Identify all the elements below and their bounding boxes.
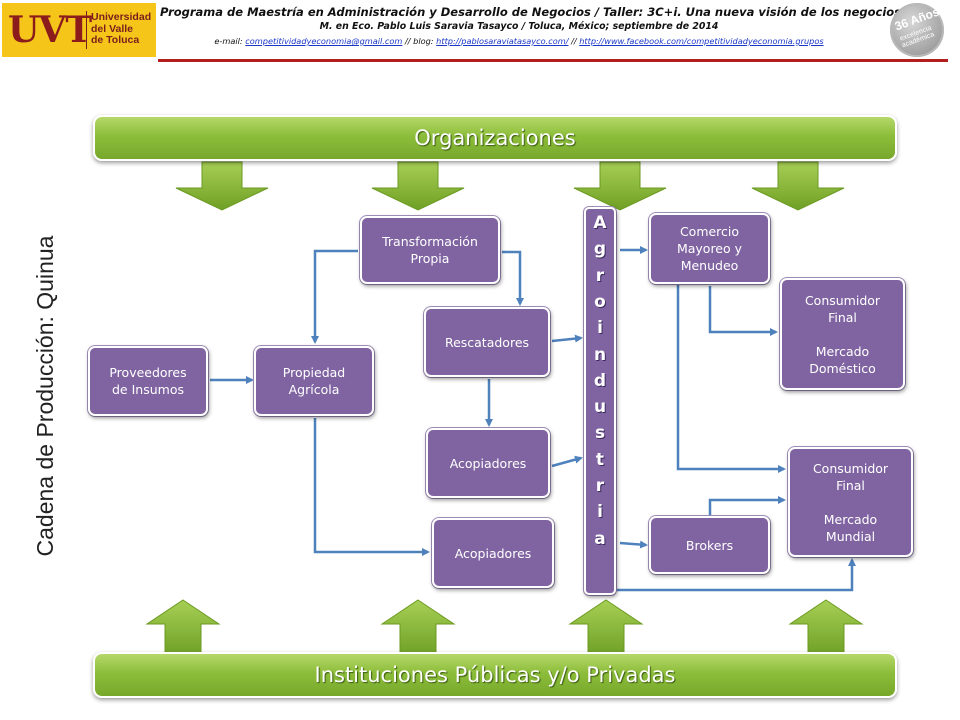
header-rule [158,59,948,62]
up-arrow-icon [380,599,456,657]
blog-prefix: // blog: [402,36,437,46]
up-arrow-icon [788,599,864,657]
email-prefix: e-mail: [214,36,246,46]
agroindustria-letter: i [597,502,603,523]
logo-name-line: Universidad [91,11,152,23]
agroindustria-letter: u [593,397,607,418]
agroindustria-letter: s [594,423,606,444]
connector-arrow [502,250,524,306]
node-propiedad-agricola: Propiedad Agrícola [254,346,374,416]
node-proveedores: Proveedores de Insumos [88,346,208,416]
connector-arrow [708,286,778,336]
instituciones-bar: Instituciones Públicas y/o Privadas [93,652,897,698]
facebook-separator: // [568,36,580,46]
down-arrow-icon [371,161,465,211]
logo-name: Universidad del Valle de Toluca [91,11,155,47]
university-logo[interactable]: UVT Universidad del Valle de Toluca [2,3,156,57]
connector-arrow [619,540,648,549]
node-comercio: Comercio Mayoreo y Menudeo [649,213,770,284]
agroindustria-letter: o [594,291,606,312]
down-arrow-icon [175,161,269,211]
down-arrow-icon [573,161,667,211]
logo-mark: UVT [8,9,92,51]
node-acopiadores-1: Acopiadores [426,428,550,498]
agroindustria-letter: A [593,213,607,233]
blog-link[interactable]: http://pablosaraviatasayco.com/ [436,36,569,46]
agroindustria-letter: d [593,370,607,391]
connector-arrow [311,249,358,344]
agroindustria-letter: r [595,476,605,496]
logo-name-line: de Toluca [91,34,140,46]
agroindustria-letter: a [594,528,606,549]
node-rescatadores: Rescatadores [424,307,550,377]
connector-arrow [551,455,583,468]
node-acopiadores-2: Acopiadores [432,518,554,588]
up-arrow-icon [568,599,644,657]
down-arrow-icon [751,161,845,211]
facebook-link[interactable]: http://www.facebook.com/competitividadye… [579,36,824,46]
node-transformacion-propia: Transformación Propia [360,216,500,284]
contact-line: e-mail: competitividadyeconomia@gmail.co… [160,34,878,48]
email-link[interactable]: competitividadyeconomia@gmail.com [245,36,403,46]
author-line: M. en Eco. Pablo Luis Saravia Tasayco / … [319,21,719,32]
header: UVT Universidad del Valle de Toluca Prog… [0,0,960,62]
node-consumidor-domestico: Consumidor Final Mercado Doméstico [780,278,905,390]
node-consumidor-mundial: Consumidor Final Mercado Mundial [788,447,913,557]
node-brokers: Brokers [649,516,770,574]
connector-arrow [313,418,430,556]
logo-name-line: del Valle [91,22,134,35]
header-text: Programa de Maestría en Administración y… [160,4,902,48]
connector-arrow [708,496,786,516]
organizaciones-bar: Organizaciones [93,115,897,161]
connector-arrow [551,334,583,343]
agroindustria-letter: t [595,449,605,470]
anniversary-badge: 36 Años excelencia académica [890,3,944,57]
logo-divider [86,11,87,49]
up-arrow-icon [145,599,221,657]
agroindustria-letter: g [593,239,607,260]
agroindustria-letter: r [595,265,605,286]
connector-arrow [676,284,786,473]
agroindustria-letter: n [593,344,607,365]
connector-arrow [616,558,856,592]
program-title: Programa de Maestría en Administración y… [160,5,902,19]
agroindustria-letter: i [597,318,603,339]
